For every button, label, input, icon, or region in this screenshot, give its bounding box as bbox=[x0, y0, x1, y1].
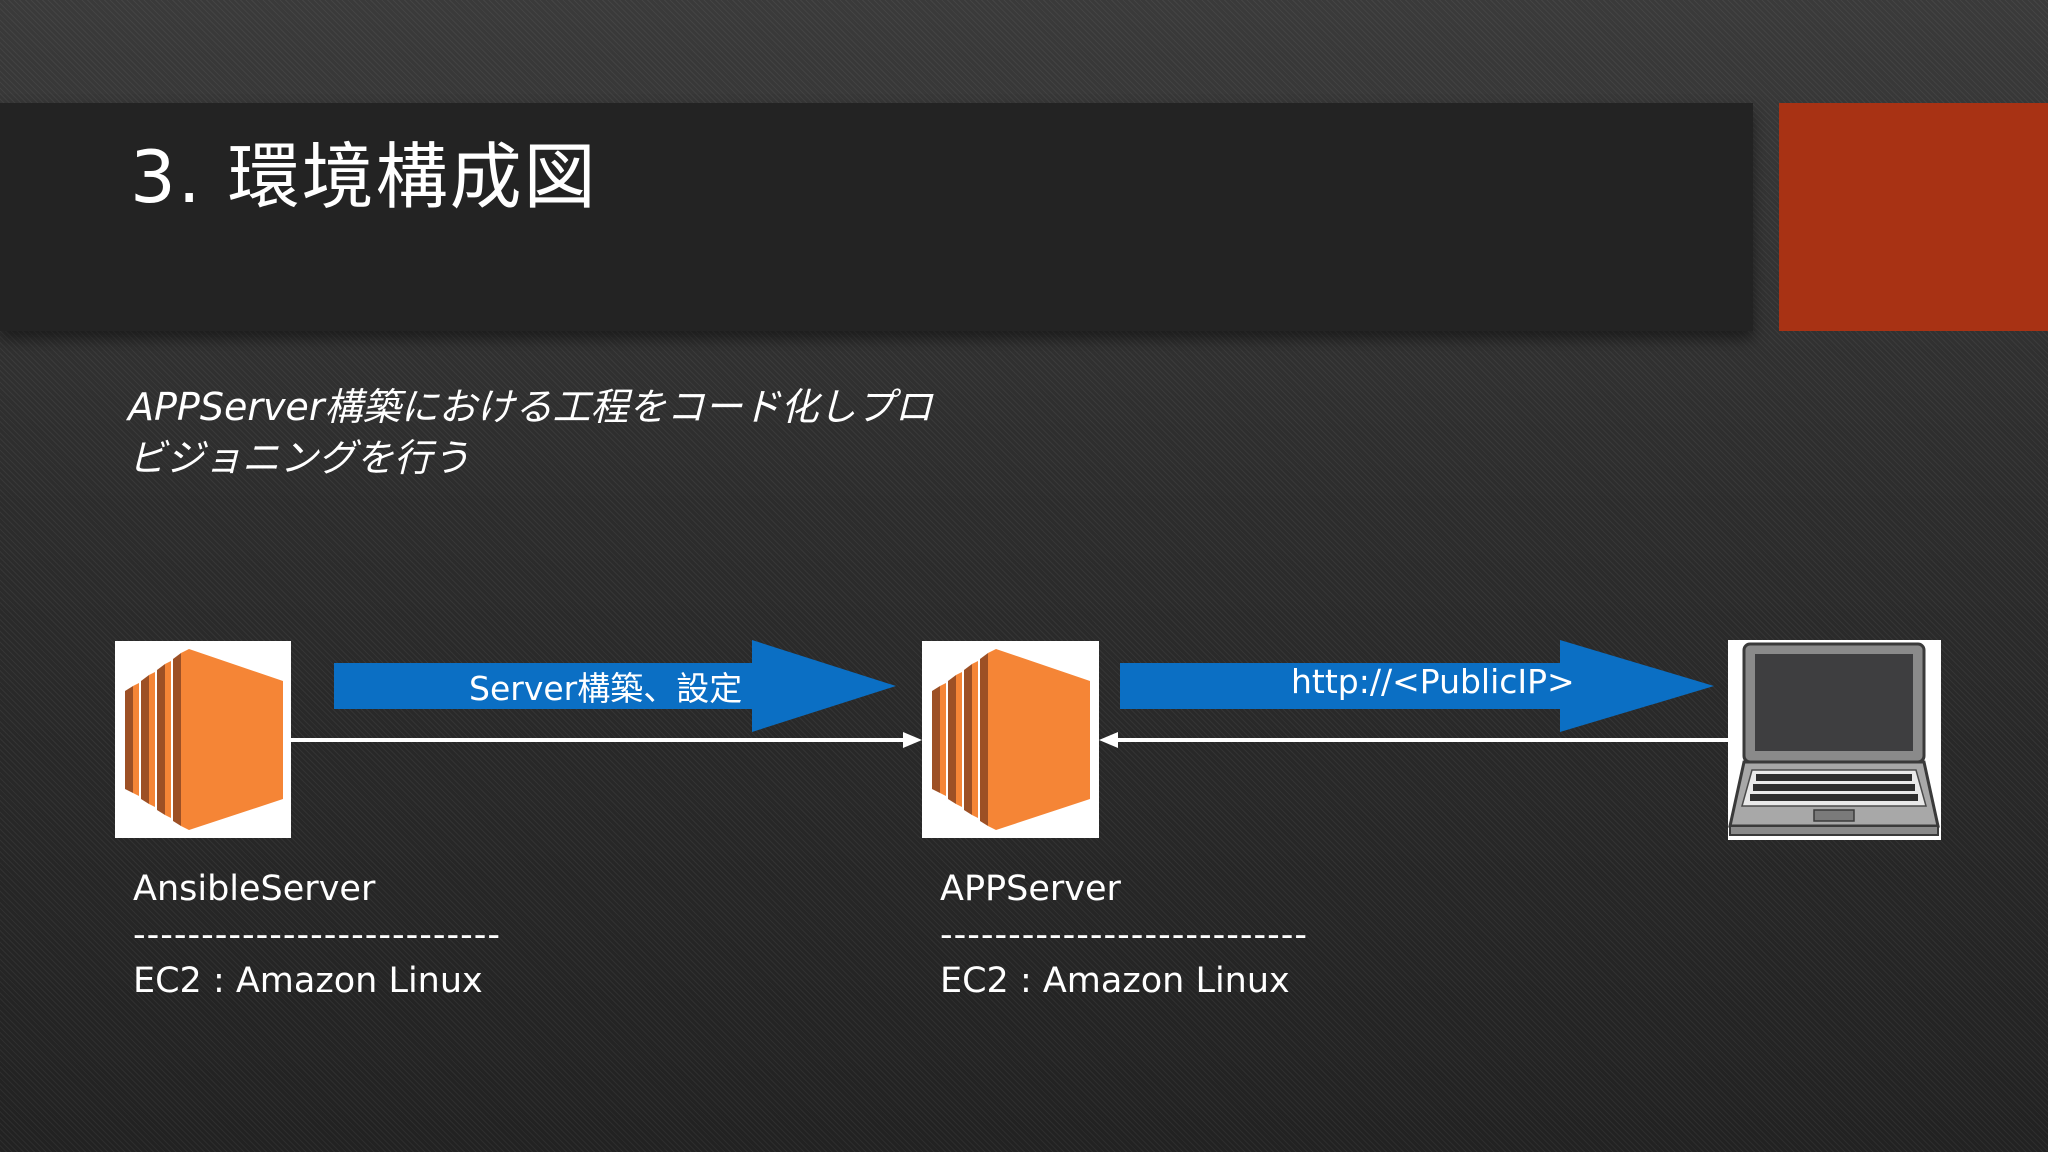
laptop-icon bbox=[1728, 640, 1941, 840]
ansible-server-divider: --------------------------- bbox=[133, 915, 501, 955]
client-to-app-connector bbox=[1099, 732, 1729, 748]
subtitle-line-2: ビジョニングを行う bbox=[128, 436, 471, 480]
app-server-caption: APPServer --------------------------- EC… bbox=[940, 866, 1308, 1004]
http-arrow: http://<PublicIP> bbox=[1120, 640, 1714, 732]
ansible-to-app-connector bbox=[291, 732, 922, 748]
slide-subtitle: APPServer構築における工程をコード化しプロ ビジョニングを行う bbox=[128, 382, 1028, 484]
slide-title: 3. 環境構成図 bbox=[130, 135, 598, 219]
app-server-divider: --------------------------- bbox=[940, 915, 1308, 955]
provision-arrow-label: Server構築、設定 bbox=[469, 669, 743, 708]
accent-block bbox=[1779, 103, 2048, 331]
aws-ec2-icon bbox=[932, 649, 1090, 830]
provision-arrow: Server構築、設定 bbox=[334, 640, 896, 732]
app-server-name: APPServer bbox=[940, 869, 1121, 909]
ansible-server-name: AnsibleServer bbox=[133, 869, 376, 909]
app-server-os: EC2 : Amazon Linux bbox=[940, 961, 1290, 1001]
right-arrow-icon bbox=[334, 640, 896, 732]
aws-ec2-icon bbox=[125, 649, 283, 830]
title-band bbox=[0, 103, 1753, 331]
ansible-server-caption: AnsibleServer --------------------------… bbox=[133, 866, 501, 1004]
client-laptop-node bbox=[1728, 640, 1941, 840]
app-server-node bbox=[922, 641, 1099, 838]
right-arrow-icon bbox=[1120, 640, 1714, 732]
http-arrow-label: http://<PublicIP> bbox=[1291, 662, 1575, 701]
subtitle-line-1: APPServer構築における工程をコード化しプロ bbox=[128, 385, 933, 429]
ansible-server-node bbox=[115, 641, 291, 838]
ansible-server-os: EC2 : Amazon Linux bbox=[133, 961, 483, 1001]
